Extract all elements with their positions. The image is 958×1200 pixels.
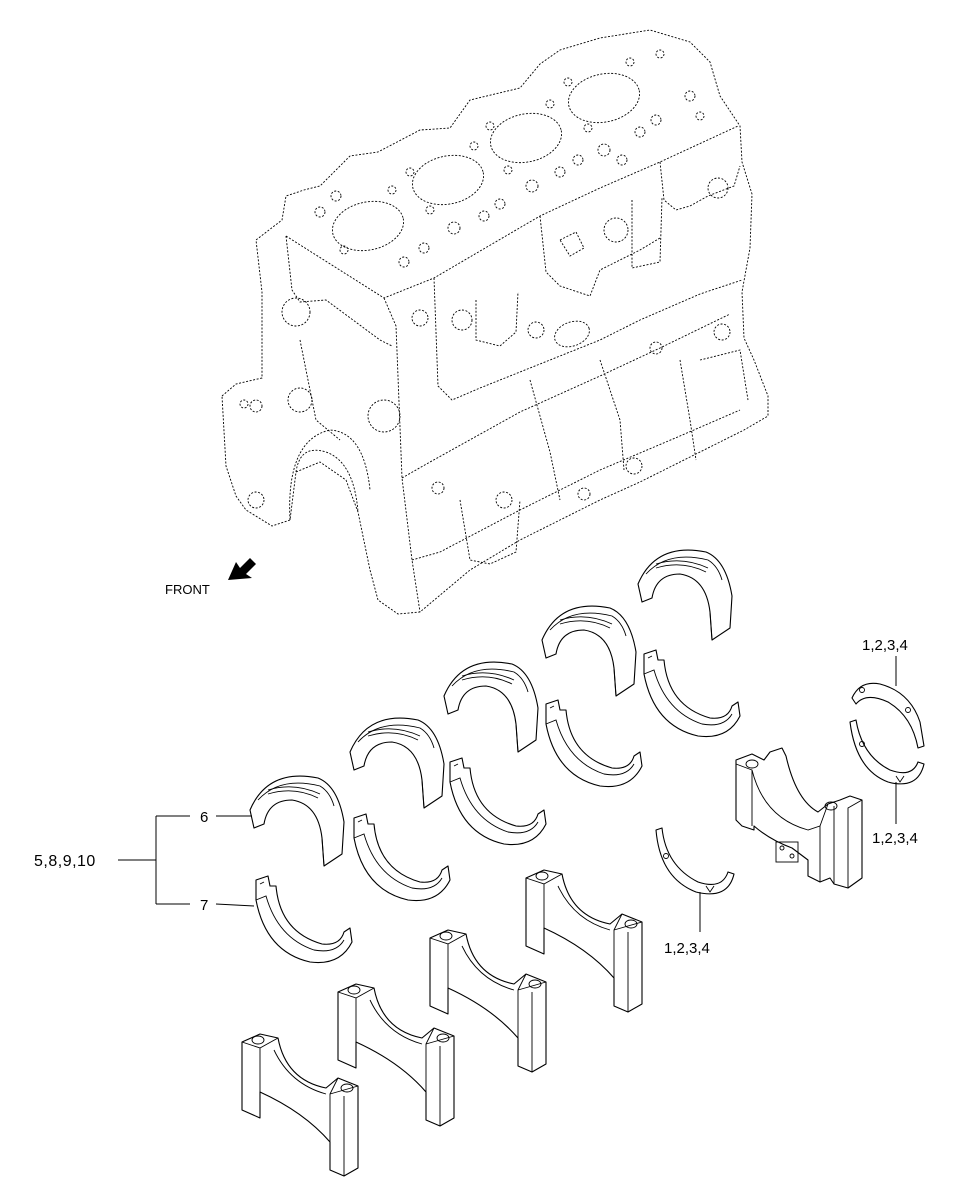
rear-main-bearing-cap (735, 747, 863, 889)
callout-thrust-center: 1,2,3,4 (664, 940, 710, 957)
upper-bearing-shell (443, 661, 539, 753)
lower-bearing-shell (255, 875, 353, 964)
lower-bearing-shell (353, 813, 451, 902)
upper-bearing-shell (249, 775, 345, 867)
front-arrow-icon (228, 558, 256, 580)
thrust-leaders (699, 656, 897, 932)
lower-bearing-shell (643, 649, 741, 738)
thrust-washer-upper (851, 682, 925, 749)
callout-thrust-top: 1,2,3,4 (862, 637, 908, 654)
callout-upper-shell: 6 (200, 809, 208, 826)
callout-lower-shell: 7 (200, 897, 208, 914)
thrust-washer-lower (849, 719, 925, 785)
upper-bearing-shell (349, 717, 445, 809)
callout-group: 5,8,9,10 (34, 853, 96, 870)
front-label: FRONT (165, 582, 210, 597)
callout-bracket (118, 815, 255, 907)
lower-bearing-shell (545, 699, 643, 788)
upper-bearing-shell (637, 549, 733, 641)
callout-thrust-right: 1,2,3,4 (872, 830, 918, 847)
upper-bearing-shell (541, 605, 637, 697)
thrust-washer-center (655, 827, 735, 895)
lower-bearing-shell (449, 757, 547, 846)
cylinder-block (221, 29, 769, 615)
